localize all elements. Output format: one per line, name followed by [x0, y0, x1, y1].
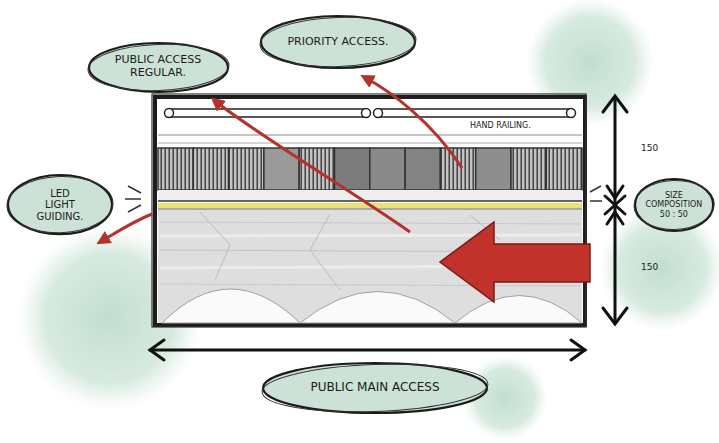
tactile-tile — [193, 148, 228, 190]
sketch-outline — [152, 94, 586, 327]
tactile-tile — [440, 148, 475, 190]
sketch-stroke — [87, 42, 230, 93]
sketch-stroke — [259, 15, 417, 69]
dimension-arrow — [571, 340, 585, 360]
floor-arch — [162, 289, 300, 323]
dimension-arrow — [603, 308, 627, 324]
curb-edge — [158, 209, 582, 210]
tactile-tile — [546, 148, 582, 190]
callout-text-block: PUBLIC MAIN ACCESS — [310, 381, 439, 395]
floor-arch — [300, 292, 455, 324]
floor-streak — [160, 284, 580, 286]
floor-tile — [405, 148, 440, 190]
callout-fill — [8, 175, 112, 234]
callout-text: PUBLIC MAIN ACCESS — [310, 381, 439, 395]
callout-ellipse: SIZE COMPOSITION 50 : 50 — [632, 176, 716, 234]
floor-tile — [476, 148, 511, 190]
rail-end — [165, 109, 174, 118]
callout-text-block: LED LIGHT GUIDING. — [35, 188, 85, 223]
wall-line — [158, 143, 582, 144]
floor-streak — [160, 235, 580, 236]
sketch-stroke — [633, 179, 715, 231]
floor-tile — [370, 148, 405, 190]
dimension-label: 150 — [641, 143, 658, 154]
dimension-arrow — [603, 96, 627, 112]
sketch-stroke — [261, 361, 489, 416]
leader-arrow — [364, 77, 462, 168]
callout-text-block: SIZE COMPOSITION 50 : 50 — [644, 191, 704, 219]
rail-end — [567, 109, 576, 118]
callout-text: PUBLIC ACCESS REGULAR. — [102, 54, 214, 79]
walkway-frame — [155, 97, 585, 325]
tactile-tile — [511, 148, 546, 190]
callout-ellipse: PUBLIC MAIN ACCESS — [260, 360, 490, 416]
dimension-label: 150 — [641, 262, 658, 273]
sketch-stroke — [6, 175, 114, 235]
callout-text: LED LIGHT GUIDING. — [35, 188, 85, 223]
callout-text-block: PRIORITY ACCESS. — [287, 36, 388, 49]
callout-ellipse: LED LIGHT GUIDING. — [5, 172, 115, 237]
hand-rail — [165, 109, 370, 117]
floor-streak — [160, 222, 580, 224]
tactile-tile — [229, 148, 264, 190]
wall-line — [158, 135, 582, 136]
flow-arrow — [440, 222, 590, 302]
curb — [158, 190, 582, 201]
leader-arrow — [214, 100, 410, 232]
callout-text-block: PUBLIC ACCESS REGULAR. — [102, 54, 214, 79]
curb-edge — [158, 200, 582, 202]
floor-arch — [455, 296, 582, 324]
dimension-line — [150, 349, 585, 352]
hand-rail — [374, 109, 575, 117]
glow-marks — [590, 186, 602, 201]
rail-end — [362, 109, 371, 118]
callout-text: SIZE COMPOSITION 50 : 50 — [644, 191, 704, 219]
callout-fill — [263, 363, 487, 413]
rail-end — [374, 109, 383, 118]
dimension-arrow — [150, 340, 164, 360]
dimension-arrow — [607, 186, 623, 198]
callout-ellipse: PUBLIC ACCESS REGULAR. — [86, 40, 231, 95]
tactile-tile — [158, 148, 193, 190]
dimension-arrow — [607, 212, 623, 224]
callout-fill — [89, 43, 228, 92]
glow-marks — [125, 186, 141, 212]
callout-text: PRIORITY ACCESS. — [287, 36, 388, 49]
callout-ellipse: PRIORITY ACCESS. — [258, 13, 418, 71]
part-label: HAND RAILING. — [470, 121, 531, 131]
callout-fill — [261, 16, 415, 68]
